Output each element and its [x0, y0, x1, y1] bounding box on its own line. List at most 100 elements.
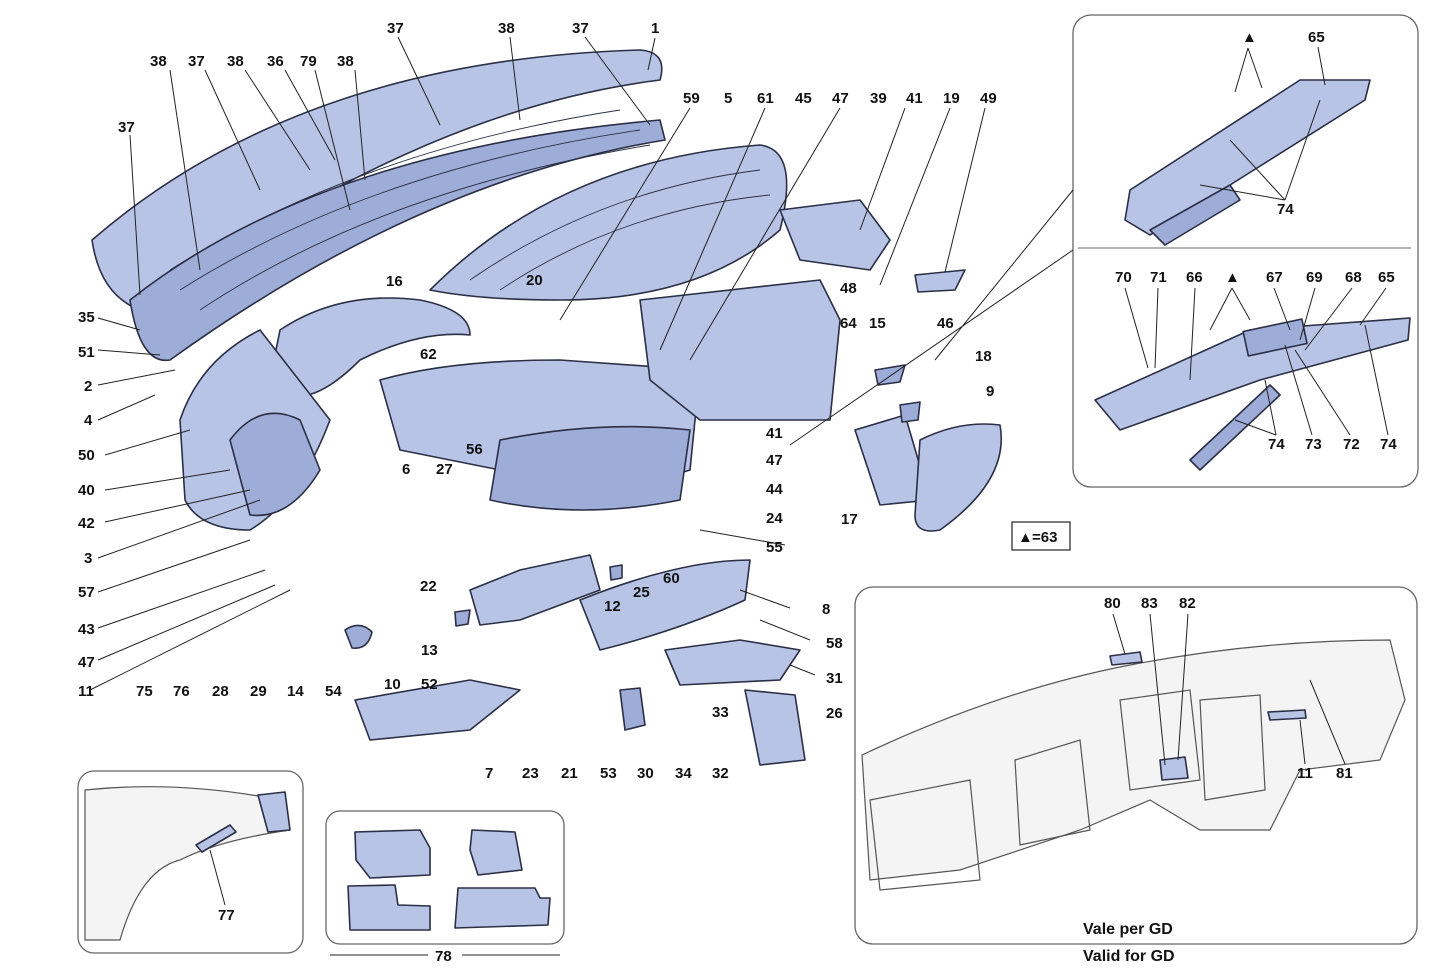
callout: 1 — [651, 20, 659, 37]
callout: 74 — [1277, 201, 1294, 218]
callout: 78 — [435, 948, 452, 965]
callout: 37 — [188, 53, 205, 70]
small-part-30 — [619, 687, 646, 731]
dashboard-skin — [429, 144, 788, 301]
callout: 74 — [1268, 436, 1285, 453]
callout: 14 — [287, 683, 304, 700]
callout: 43 — [78, 621, 95, 638]
callout: 39 — [870, 90, 887, 107]
callout: 8 — [822, 601, 830, 618]
main-leader-lines — [89, 36, 986, 691]
part-77-bracket — [257, 791, 291, 833]
callout: 76 — [173, 683, 190, 700]
callout: 41 — [766, 425, 783, 442]
callout: 56 — [466, 441, 483, 458]
callout: 11 — [1297, 765, 1313, 782]
small-part-12 — [609, 564, 623, 581]
callout: 70 — [1115, 269, 1132, 286]
callout: 46 — [937, 315, 954, 332]
callout: 38 — [337, 53, 354, 70]
bracket-17 — [899, 401, 921, 423]
callout: 50 — [78, 447, 95, 464]
callout: 15 — [869, 315, 886, 332]
legend-box: ▲ =63 — [1011, 521, 1071, 551]
callout: 81 — [1336, 765, 1353, 782]
callout: 37 — [387, 20, 404, 37]
callout: 75 — [136, 683, 153, 700]
callout: 27 — [436, 461, 453, 478]
lower-trim-31 — [664, 639, 801, 686]
callout: 58 — [826, 635, 843, 652]
inset-bottom-right: 80 83 82 11 81 Vale per GD Valid for GD — [854, 586, 1418, 965]
inset-top-right: ▲ 65 74 70 71 66 ▲ 67 69 68 65 74 73 72 … — [789, 14, 1419, 488]
bracket-14 — [344, 624, 373, 649]
callout: 10 — [384, 676, 401, 693]
part-46 — [874, 364, 906, 386]
callout: 53 — [600, 765, 617, 782]
callout: 23 — [522, 765, 539, 782]
insulation-pad-4 — [454, 887, 551, 929]
callout: 47 — [832, 90, 849, 107]
callout: 5 — [724, 90, 732, 107]
instrument-hood — [269, 297, 471, 397]
callout: 18 — [975, 348, 992, 365]
callout: 54 — [325, 683, 342, 700]
callout: 6 — [402, 461, 410, 478]
small-part-13 — [454, 609, 471, 627]
callout: 44 — [766, 481, 783, 498]
callout: 57 — [78, 584, 95, 601]
callout: 28 — [212, 683, 229, 700]
callout: 33 — [712, 704, 729, 721]
callout: 11 — [78, 683, 94, 700]
callout: 61 — [757, 90, 774, 107]
callout: 30 — [637, 765, 654, 782]
callout: 19 — [943, 90, 960, 107]
callout: 66 — [1186, 269, 1203, 286]
right-cross-structure — [639, 279, 841, 421]
inset-bottom-left: 77 — [77, 770, 304, 954]
callout: 67 — [1266, 269, 1283, 286]
callout: 41 — [906, 90, 923, 107]
callout: 9 — [986, 383, 994, 400]
callout: 62 — [420, 346, 437, 363]
callout: 26 — [826, 705, 843, 722]
callout: 32 — [712, 765, 729, 782]
callout: 52 — [421, 676, 438, 693]
callout: 59 — [683, 90, 700, 107]
callout: 65 — [1308, 29, 1325, 46]
inset-bottom-middle: 78 — [325, 810, 565, 965]
callout: 60 — [663, 570, 680, 587]
gd-dashboard-outline — [861, 639, 1406, 881]
callout: 38 — [150, 53, 167, 70]
callout: 7 — [485, 765, 493, 782]
callout: 21 — [561, 765, 578, 782]
vent-bracket-lower-strip — [1189, 384, 1281, 471]
callout: 36 — [267, 53, 284, 70]
callout: 69 — [1306, 269, 1323, 286]
callout: 13 — [421, 642, 438, 659]
insulation-pad-3 — [347, 884, 431, 931]
part-77 — [195, 824, 237, 853]
callout: 24 — [766, 510, 783, 527]
gd-part-11 — [1267, 709, 1307, 721]
callout: 40 — [78, 482, 95, 499]
callout: 68 — [1345, 269, 1362, 286]
right-small-cover — [914, 269, 966, 293]
callout: 3 — [84, 550, 92, 567]
callout: 20 — [526, 272, 543, 289]
callout: 64 — [840, 315, 857, 332]
gd-part-80 — [1109, 651, 1143, 666]
callout: 47 — [78, 654, 95, 671]
main-callouts: 37 38 37 38 36 79 38 37 38 37 1 37 59 5 … — [78, 20, 997, 782]
callout: 34 — [675, 765, 692, 782]
callout: 77 — [218, 907, 235, 924]
insulation-pad-2 — [469, 829, 523, 876]
lower-trim-52 — [469, 554, 601, 626]
callout: 35 — [78, 309, 95, 326]
callout: 73 — [1305, 436, 1322, 453]
callout: 37 — [572, 20, 589, 37]
callout: 48 — [840, 280, 857, 297]
left-vent-duct — [229, 412, 321, 517]
callout: 79 — [300, 53, 317, 70]
callout: 80 — [1104, 595, 1121, 612]
